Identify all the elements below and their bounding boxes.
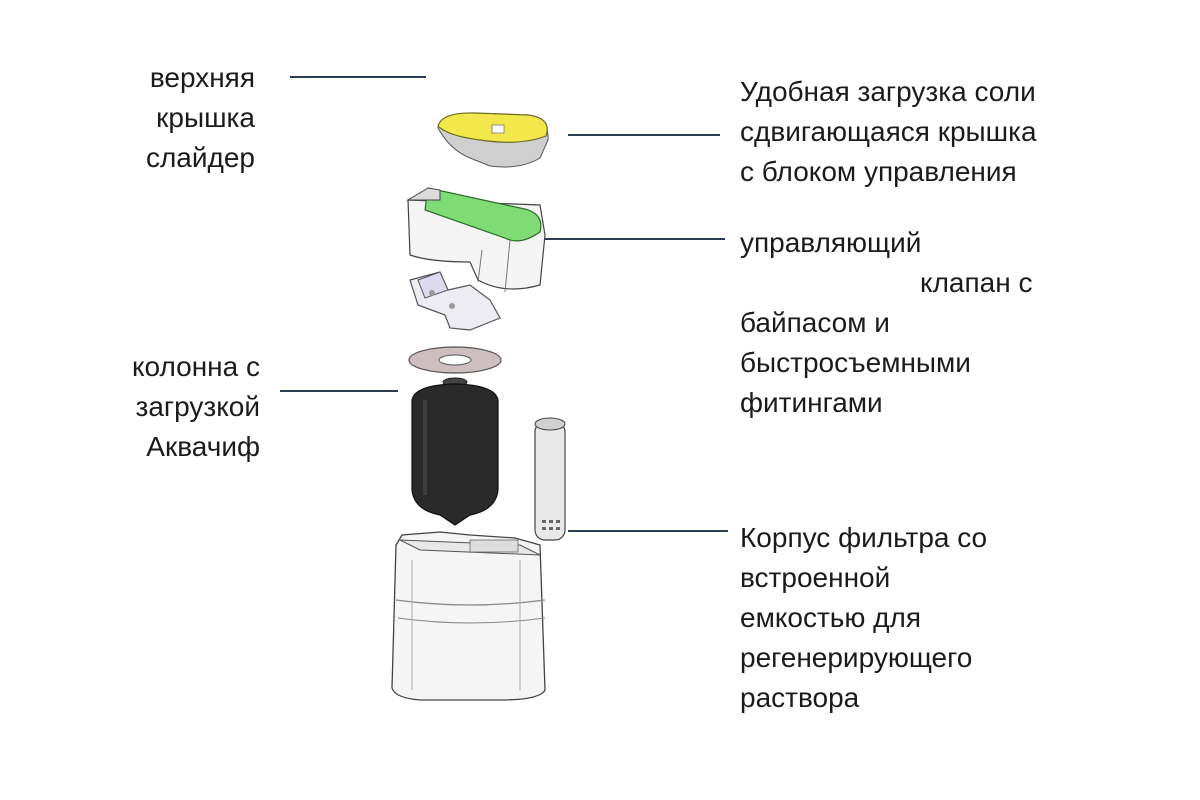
label-line: Корпус фильтра со <box>740 522 988 553</box>
label-line: колонна с <box>131 351 260 382</box>
label-line: Удобная загрузка соли <box>740 76 1036 107</box>
filter-housing <box>391 531 546 701</box>
control-valve-housing <box>406 187 546 293</box>
label-line: регенерирующего <box>740 642 973 673</box>
label-line: клапан с <box>920 267 1033 298</box>
label-line: управляющий <box>740 227 922 258</box>
label-line: верхняя <box>149 62 255 93</box>
gasket-ring <box>408 346 502 374</box>
resin-column <box>411 377 499 526</box>
label-line: сдвигающаяся крышка <box>740 116 1037 147</box>
leader-control-valve <box>515 238 725 240</box>
label-line: байпасом и <box>740 307 890 338</box>
label-control-valve: управляющий клапан с байпасом и быстросъ… <box>740 223 1032 423</box>
label-line: емкостью для <box>740 602 921 633</box>
label-housing: Корпус фильтра со встроенной емкостью дл… <box>740 518 987 718</box>
label-line: раствора <box>740 682 860 713</box>
label-salt-loading: Удобная загрузка соли сдвигающаяся крышк… <box>740 72 1037 192</box>
label-line: фитингами <box>740 387 883 418</box>
filter-tube <box>534 417 566 541</box>
leader-top-cover <box>290 76 426 78</box>
label-line: встроенной <box>740 562 891 593</box>
label-line: загрузкой <box>135 391 261 422</box>
label-line: крышка <box>156 102 255 133</box>
leader-column <box>280 390 398 392</box>
leader-salt-loading <box>568 134 720 136</box>
label-column: колонна с загрузкой Аквачиф <box>100 347 260 467</box>
label-top-cover: верхняя крышка слайдер <box>110 58 255 178</box>
label-line: Аквачиф <box>146 431 260 462</box>
label-line: с блоком управления <box>740 156 1017 187</box>
valve-mechanism <box>409 271 501 331</box>
label-line: слайдер <box>145 142 255 173</box>
label-line: быстросъемными <box>740 347 971 378</box>
slider-cover <box>437 112 549 168</box>
leader-housing <box>568 530 728 532</box>
